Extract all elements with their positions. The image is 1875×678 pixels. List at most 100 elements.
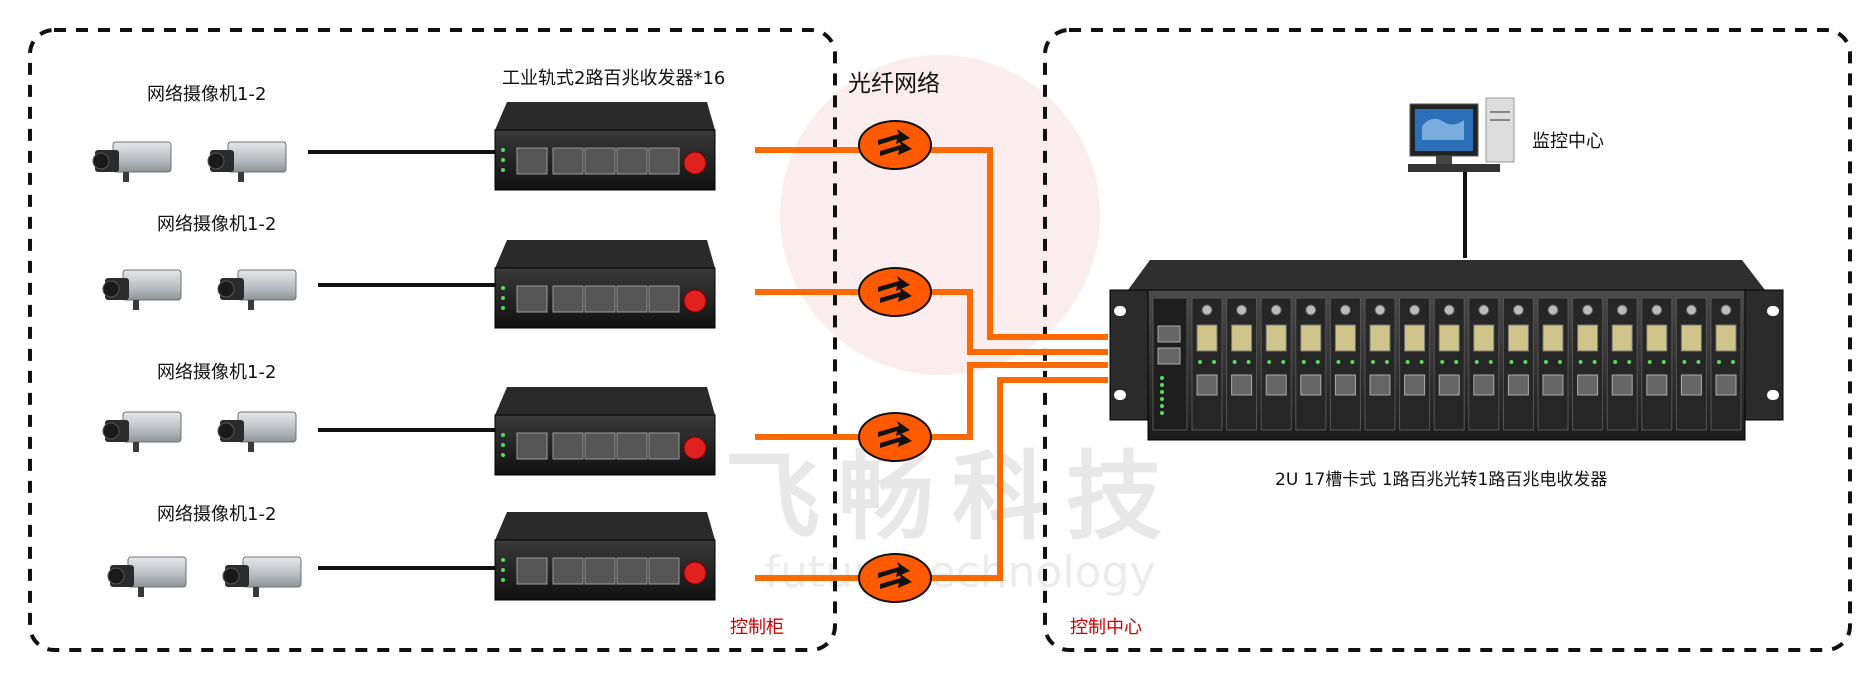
rj45-port: [1438, 374, 1460, 396]
watermark-en: future technology: [764, 547, 1155, 598]
fiber-converter-icon: [858, 412, 932, 462]
rack-chassis: [1109, 260, 1784, 441]
thumb-screw: [1236, 304, 1248, 316]
transceiver-3: [494, 386, 716, 476]
rj45-port: [1680, 374, 1702, 396]
status-led: [1696, 360, 1701, 364]
status-led: [1160, 383, 1164, 387]
thumb-screw: [1339, 304, 1351, 316]
converter-card: [1468, 297, 1500, 431]
thumb-screw: [1685, 304, 1697, 316]
rj45-port: [1611, 374, 1633, 396]
camera-icon: [107, 556, 187, 598]
converter-card: [1295, 297, 1327, 431]
camera-icon: [102, 411, 182, 453]
fiber-port: [1646, 324, 1668, 352]
fiber-port: [1611, 324, 1633, 352]
status-led: [1350, 360, 1355, 364]
status-led: [1371, 360, 1375, 364]
status-led: [1385, 360, 1389, 364]
camera-icon: [217, 411, 297, 453]
camera-row-2: [102, 269, 297, 311]
status-led: [1613, 360, 1618, 364]
rj45-port: [1404, 374, 1426, 396]
monitor-center-label: 监控中心: [1532, 131, 1604, 152]
ethernet-cables: [308, 150, 1467, 570]
management-card: [1152, 297, 1188, 431]
status-led: [1440, 360, 1445, 364]
thumb-screw: [1582, 304, 1594, 316]
converter-card: [1364, 297, 1396, 431]
camera-group-1-label: 网络摄像机1-2: [147, 84, 267, 105]
fiber-port: [1542, 324, 1564, 352]
transceiver-2: [494, 239, 716, 329]
converter-card: [1329, 297, 1361, 431]
status-led: [1160, 404, 1164, 408]
converter-card: [1502, 297, 1534, 431]
status-led: [1627, 360, 1632, 364]
fiber-port: [1231, 324, 1253, 352]
fiber-port: [1715, 324, 1737, 352]
status-led: [1454, 360, 1459, 364]
fiber-port: [1473, 324, 1495, 352]
control-center-zone: [1043, 28, 1852, 652]
fiber-converter-icon: [858, 267, 932, 317]
transceiver-4: [494, 511, 716, 601]
thumb-screw: [1616, 304, 1628, 316]
status-led: [1419, 360, 1424, 364]
fiber-converter-icon: [858, 120, 932, 170]
status-led: [1682, 360, 1687, 364]
status-led: [1717, 360, 1721, 364]
fiber-port: [1369, 324, 1391, 352]
converter-card: [1433, 297, 1465, 431]
status-led: [1198, 360, 1202, 364]
rj45-port: [1715, 374, 1737, 396]
status-led: [1232, 360, 1237, 364]
status-led: [1647, 360, 1652, 364]
rj45-port: [1646, 374, 1668, 396]
rj45-port: [1542, 374, 1564, 396]
fiber-port: [1300, 324, 1322, 352]
converter-card: [1675, 297, 1707, 431]
camera-icon: [102, 269, 182, 311]
fiber-port: [1265, 324, 1287, 352]
thumb-screw: [1651, 304, 1663, 316]
camera-group-4-label: 网络摄像机1-2: [157, 504, 277, 525]
thumb-screw: [1512, 304, 1524, 316]
fiber-port: [1438, 324, 1460, 352]
fiber-port: [1680, 324, 1702, 352]
watermark-logo: [780, 55, 1100, 375]
converter-card: [1641, 297, 1673, 431]
status-led: [1301, 360, 1306, 364]
status-led: [1474, 360, 1479, 364]
camera-icon: [207, 141, 287, 183]
camera-icon: [92, 141, 172, 183]
fiber-port: [1577, 324, 1599, 352]
thumb-screw: [1443, 304, 1455, 316]
status-led: [1592, 360, 1597, 364]
converter-card: [1260, 297, 1292, 431]
status-led: [1488, 360, 1493, 364]
status-led: [1405, 360, 1410, 364]
camera-group-2-label: 网络摄像机1-2: [157, 214, 277, 235]
converter-card: [1572, 297, 1604, 431]
status-led: [1281, 360, 1286, 364]
camera-group-3-label: 网络摄像机1-2: [157, 362, 277, 383]
control-cabinet-zone: [28, 28, 837, 652]
status-led: [1523, 360, 1528, 364]
thumb-screw: [1720, 304, 1732, 316]
chassis-title: 2U 17槽卡式 1路百兆光转1路百兆电收发器: [1275, 470, 1608, 490]
status-led: [1160, 411, 1164, 415]
converter-card: [1537, 297, 1569, 431]
rj45-port: [1577, 374, 1599, 396]
fiber-port: [1334, 324, 1356, 352]
status-led: [1246, 360, 1251, 364]
status-led: [1731, 360, 1735, 364]
watermark-cn: 飞畅科技: [724, 441, 1180, 553]
status-led: [1509, 360, 1514, 364]
camera-icon: [222, 556, 302, 598]
rj45-port: [1300, 374, 1322, 396]
camera-row-1: [92, 141, 287, 183]
transceiver-title: 工业轨式2路百兆收发器*16: [502, 68, 726, 89]
control-cabinet-label: 控制柜: [730, 617, 784, 638]
